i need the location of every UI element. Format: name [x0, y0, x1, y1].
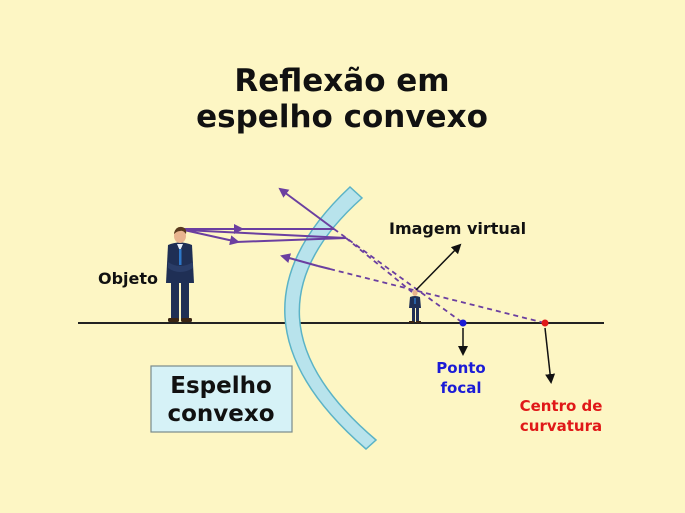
reflected-ray-1 — [278, 187, 335, 230]
reflected-ray-2-segment — [317, 265, 331, 270]
virtual-image-label: Imagem virtual — [389, 219, 526, 238]
virtual-extension-2 — [329, 268, 546, 324]
object-label: Objeto — [98, 269, 158, 288]
center-of-curvature-marker — [541, 319, 549, 327]
object-person — [166, 226, 194, 322]
center-of-curvature-pointer — [544, 327, 556, 384]
virtual-image-pointer — [415, 243, 462, 291]
title-line-1: Reflexão em — [234, 63, 449, 99]
incident-ray-2-arrow — [183, 229, 240, 246]
title-line-2: espelho convexo — [196, 99, 488, 135]
focal-point-label-line-1: Ponto — [436, 359, 485, 377]
mirror-label-line-2: convexo — [167, 401, 274, 427]
focal-point-label-line-2: focal — [441, 379, 482, 397]
reflected-ray-2 — [280, 253, 319, 267]
mirror-label-line-1: Espelho — [170, 373, 272, 399]
center-label-line-2: curvatura — [520, 417, 602, 435]
center-label-line-1: Centro de — [520, 397, 603, 415]
incident-ray-2 — [235, 237, 347, 243]
virtual-image-person — [409, 290, 421, 323]
mirror-label-box — [150, 365, 293, 433]
focal-point-marker — [459, 319, 467, 327]
incident-ray-2-segment — [183, 229, 347, 239]
